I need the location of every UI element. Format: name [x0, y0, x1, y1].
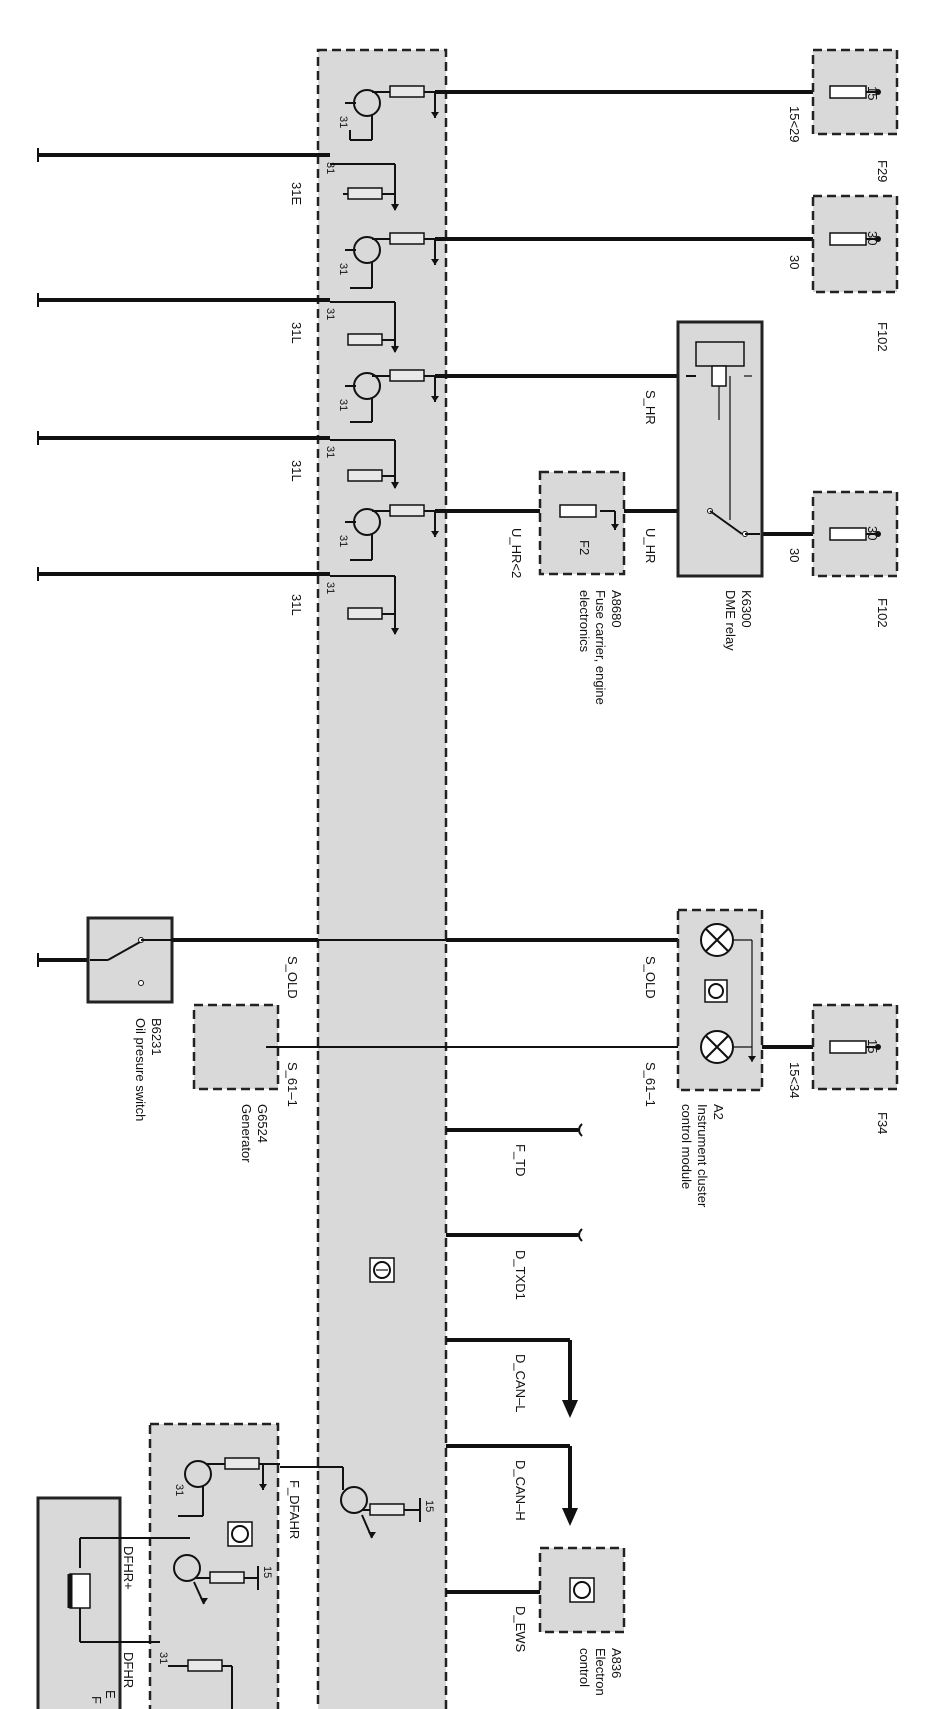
pin-31-label-3: 31: [337, 263, 349, 275]
ews-name-line1: Electron: [593, 1648, 608, 1696]
output-channel-F_DFAHR: [280, 1466, 421, 1539]
switch-name-B6231: Oil presure switch: [133, 1018, 148, 1121]
ground-wire-31E: [37, 148, 330, 162]
output-channel-1: [345, 85, 439, 141]
bottom-left-cut-2: F: [89, 1696, 104, 1704]
fuse-id-F2: F2: [577, 540, 592, 555]
bus-label-D_CAN-L: D_CAN–L: [513, 1354, 528, 1413]
wire-label-S_HR: S_HR: [643, 390, 658, 425]
ews-id-A836: A836: [609, 1648, 624, 1678]
fuse-id-F102-upper: F102: [875, 322, 890, 352]
wire-label-30-b: 30: [787, 548, 802, 562]
instrument-cluster-A2: [676, 908, 830, 1092]
pin-31-label-4: 31: [324, 308, 336, 320]
fuse-pin-F34: 15: [865, 1039, 880, 1053]
main-processor-icon: [369, 1257, 395, 1283]
wire-label-DFHR: DFHR: [121, 1652, 136, 1688]
fuse-id-F29: F29: [875, 160, 890, 182]
ground-31L-channel-1: [330, 301, 399, 353]
cluster-name-line1: Instrument cluster: [695, 1104, 710, 1208]
wire-label-S_OLD-left: S_OLD: [285, 956, 300, 999]
cluster-id-A2: A2: [711, 1104, 726, 1120]
wire-label-31E: 31E: [289, 182, 304, 205]
pin-31-label-1: 31: [337, 116, 349, 128]
bus-line-D_CAN-H: [446, 1444, 578, 1526]
fuse-pin-F102-upper: 30: [865, 231, 880, 245]
dme-relay-K6300: [676, 320, 764, 578]
output-channel-3: [345, 369, 439, 423]
carrier-name-line2: electronics: [577, 590, 592, 653]
ground-wire-31L-3: [37, 567, 330, 581]
lower-module: [148, 1422, 280, 1709]
carrier-id-A8680: A8680: [609, 590, 624, 628]
oil-pressure-switch-B6231: [37, 916, 174, 1004]
pin-31-label-2: 31: [324, 162, 336, 174]
bus-line-D_CAN-L: [446, 1338, 578, 1418]
bus-label-D_TXD1: D_TXD1: [513, 1250, 528, 1300]
generator-name: Generator: [239, 1104, 254, 1163]
ews-module-A836: [538, 1546, 626, 1634]
wire-label-U_HR-2: U_HR<2: [509, 528, 524, 578]
ews-name-line2: control: [577, 1648, 592, 1687]
bus-label-D_EWS: D_EWS: [513, 1606, 528, 1653]
bus-line-D_TXD1: [446, 1228, 583, 1242]
wire-label-31L-2: 31L: [289, 460, 304, 482]
pin-31-label-6: 31: [324, 446, 336, 458]
fuse-F102-upper: [811, 194, 899, 294]
wire-label-30-a: 30: [787, 255, 802, 269]
wire-label-U_HR: U_HR: [643, 528, 658, 563]
pin-31-label-7: 31: [337, 535, 349, 547]
bottom-left-cut-1: E: [103, 1690, 118, 1699]
pin-31-label-5: 31: [337, 399, 349, 411]
wire-label-F_DFAHR: F_DFAHR: [287, 1480, 302, 1539]
fuse-F29: [811, 48, 899, 136]
generator-id: G6524: [255, 1104, 270, 1143]
wire-label-31L-3: 31L: [289, 594, 304, 616]
wire-label-S_OLD-right: S_OLD: [643, 956, 658, 999]
wire-label-S_61-1-left: S_61–1: [285, 1062, 300, 1107]
wire-label-15-34: 15<34: [787, 1062, 802, 1099]
fuse-F102-lower: [811, 490, 899, 578]
fuse-id-F102-lower: F102: [875, 598, 890, 628]
wire-label-31L-1: 31L: [289, 322, 304, 344]
ground-31L-channel-2: [330, 439, 399, 489]
lower-pin-31-2: 31: [157, 1652, 169, 1664]
bus-line-F_TD: [446, 1123, 583, 1137]
output-channel-2: [345, 232, 439, 289]
cluster-name-line2: control module: [679, 1104, 694, 1189]
ground-31E-channel: [330, 163, 399, 211]
wire-label-DFHR-plus: DFHR+: [121, 1546, 136, 1590]
fuse-F34: [811, 1003, 899, 1091]
lower-pin-15: 15: [261, 1566, 273, 1578]
ground-wire-31L-2: [37, 431, 330, 445]
pin-31-label-8: 31: [324, 582, 336, 594]
relay-id-K6300: K6300: [739, 590, 754, 628]
fuse-pin-F102-lower: 30: [865, 526, 880, 540]
bus-label-F_TD: F_TD: [513, 1144, 528, 1177]
switch-id-B6231: B6231: [149, 1018, 164, 1056]
main-control-module: [316, 48, 448, 1709]
wire-label-S_61-1-right: S_61–1: [643, 1062, 658, 1107]
output-channel-4: [345, 504, 439, 561]
ground-wire-31L-1: [37, 293, 330, 307]
fuse-carrier-A8680: [538, 470, 626, 576]
fuse-id-F34: F34: [875, 1112, 890, 1134]
relay-name-K6300: DME relay: [723, 590, 738, 651]
bus-label-D_CAN-H: D_CAN–H: [513, 1460, 528, 1521]
ground-31L-channel-3: [330, 575, 399, 635]
resistor: [389, 85, 425, 98]
fuse-pin-F29: 15: [865, 86, 880, 100]
bottom-left-component: [36, 1496, 190, 1709]
pin-15-label-main: 15: [423, 1500, 435, 1512]
carrier-name-line1: Fuse carrier, engine: [593, 590, 608, 705]
lower-pin-31-1: 31: [173, 1484, 185, 1496]
generator-G6524: [192, 1003, 700, 1091]
wire-label-15-29: 15<29: [787, 106, 802, 143]
